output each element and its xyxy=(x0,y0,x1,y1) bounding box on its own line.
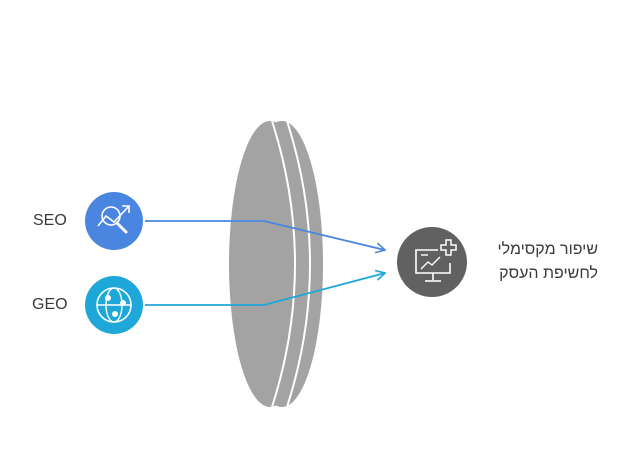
chart-search-icon xyxy=(85,192,143,250)
monitor-chart-plus-icon xyxy=(397,227,467,297)
output-label: שיפור מקסימלי לחשיפת העסק xyxy=(470,238,599,286)
output-label-line2: לחשיפת העסק xyxy=(499,265,598,282)
lens xyxy=(229,120,323,408)
seo-label: SEO xyxy=(33,212,67,229)
seo-arrow xyxy=(145,220,387,254)
output-label-line1: שיפור מקסימלי xyxy=(497,241,599,258)
geo-arrow xyxy=(145,269,387,306)
globe-network-icon xyxy=(85,276,143,334)
geo-label: GEO xyxy=(32,296,68,313)
